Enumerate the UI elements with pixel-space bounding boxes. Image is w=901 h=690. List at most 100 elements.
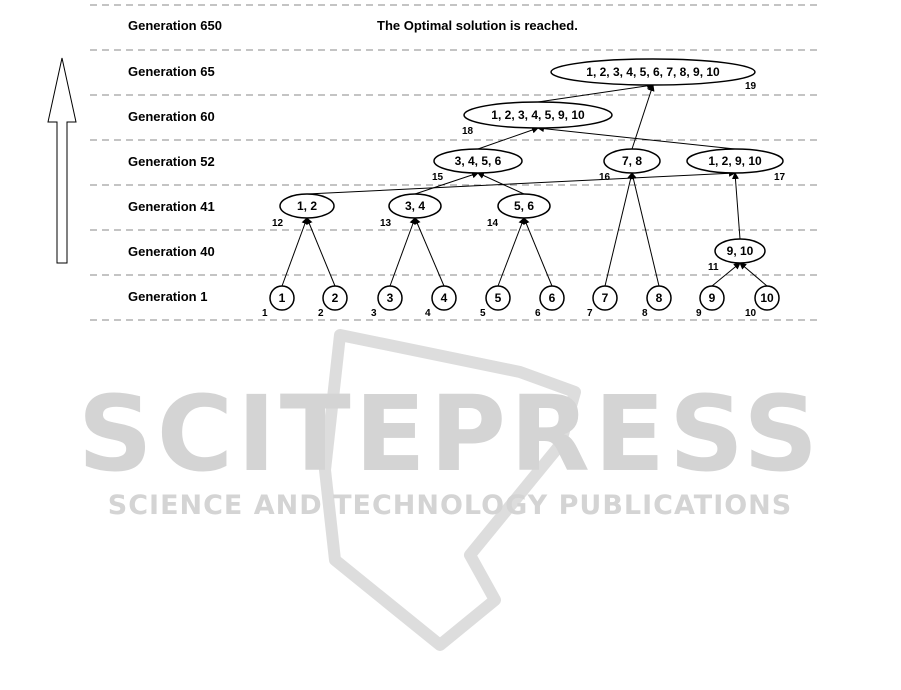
generation-label-650: Generation 650 <box>128 18 222 33</box>
node-outline <box>322 285 348 311</box>
node-id-label: 15 <box>432 172 444 183</box>
node-outline <box>388 193 442 219</box>
watermark-subtitle: SCIENCE AND TECHNOLOGY PUBLICATIONS <box>108 490 792 521</box>
merge-edge <box>523 217 553 287</box>
solution-node: 7, 816 <box>599 148 661 183</box>
node-label: 9, 10 <box>727 244 754 258</box>
generation-labels: Generation 650 Generation 65 Generation … <box>128 18 222 304</box>
node-id-label: 9 <box>696 308 702 319</box>
solution-node: 55 <box>480 285 511 319</box>
solution-node: 99 <box>696 285 725 319</box>
node-label: 4 <box>441 291 448 305</box>
merge-edge <box>306 169 736 195</box>
merge-edge <box>537 125 736 150</box>
node-label: 1, 2 <box>297 199 317 213</box>
node-label: 5 <box>495 291 502 305</box>
solution-node: 3, 413 <box>380 193 442 229</box>
node-id-label: 17 <box>774 172 786 183</box>
node-label: 7 <box>602 291 609 305</box>
merge-edge <box>631 84 655 150</box>
node-label: 8 <box>656 291 663 305</box>
node-id-label: 5 <box>480 308 486 319</box>
merge-edge <box>414 171 479 195</box>
node-id-label: 13 <box>380 218 392 229</box>
solution-node: 88 <box>642 285 672 319</box>
node-outline <box>754 285 780 311</box>
solution-node: 5, 6 14 <box>487 193 551 229</box>
node-outline <box>699 285 725 311</box>
node-label: 1, 2, 3, 4, 5, 9, 10 <box>491 108 585 122</box>
solution-node: 11 <box>262 285 295 319</box>
node-outline <box>485 285 511 311</box>
node-outline <box>279 193 335 219</box>
merge-edge <box>497 217 526 287</box>
generation-label-52: Generation 52 <box>128 154 215 169</box>
node-label: 1 <box>279 291 286 305</box>
node-outline <box>377 285 403 311</box>
node-id-label: 2 <box>318 308 324 319</box>
node-outline <box>463 101 613 129</box>
node-label: 1, 2, 3, 4, 5, 6, 7, 8, 9, 10 <box>586 65 720 79</box>
time-direction-arrow <box>47 57 77 264</box>
node-label: 2 <box>332 291 339 305</box>
node-outline <box>550 58 756 86</box>
merge-edge <box>414 217 445 287</box>
generation-label-40: Generation 40 <box>128 244 215 259</box>
watermark: SCITEPRESS SCIENCE AND TECHNOLOGY PUBLIC… <box>78 329 822 651</box>
node-label: 7, 8 <box>622 154 642 168</box>
node-id-label: 19 <box>745 81 757 92</box>
merge-edge <box>731 172 741 240</box>
solution-node: 3, 4, 5, 6 15 <box>432 148 523 183</box>
watermark-emblem <box>319 329 581 651</box>
solution-node: 66 <box>535 285 565 319</box>
node-id-label: 6 <box>535 308 541 319</box>
merge-edge <box>604 172 635 287</box>
node-label: 3, 4, 5, 6 <box>455 154 502 168</box>
generation-label-1: Generation 1 <box>128 289 207 304</box>
node-label: 9 <box>709 291 716 305</box>
merge-edge <box>306 217 336 287</box>
node-id-label: 1 <box>262 308 268 319</box>
node-id-label: 7 <box>587 308 593 319</box>
merge-edge <box>389 217 417 287</box>
merge-edge <box>537 82 654 103</box>
node-id-label: 3 <box>371 308 377 319</box>
node-id-label: 8 <box>642 308 648 319</box>
node-outline <box>592 285 618 311</box>
generation-label-60: Generation 60 <box>128 109 215 124</box>
solution-node: 9, 10 11 <box>708 238 766 273</box>
node-label: 10 <box>760 291 774 305</box>
merge-edge <box>711 262 741 287</box>
watermark-title: SCITEPRESS <box>78 373 822 495</box>
node-outline <box>497 193 551 219</box>
solution-node: 44 <box>425 285 457 319</box>
merge-edge <box>629 172 660 287</box>
node-label: 3 <box>387 291 394 305</box>
solution-node: 1, 2, 9, 10 17 <box>686 148 786 183</box>
merge-edge <box>477 172 525 195</box>
node-outline <box>646 285 672 311</box>
merge-edge <box>739 262 768 287</box>
node-id-label: 12 <box>272 218 284 229</box>
solution-node: 22 <box>318 285 348 319</box>
node-outline <box>433 148 523 174</box>
node-label: 6 <box>549 291 556 305</box>
node-outline <box>431 285 457 311</box>
optimal-solution-message: The Optimal solution is reached. <box>377 18 578 33</box>
merge-edges <box>281 82 768 287</box>
generation-label-41: Generation 41 <box>128 199 215 214</box>
node-label: 5, 6 <box>514 199 534 213</box>
node-id-label: 4 <box>425 308 431 319</box>
node-id-label: 11 <box>708 262 719 273</box>
node-outline <box>686 148 784 174</box>
merge-edge <box>281 217 309 287</box>
merge-edge <box>477 126 539 150</box>
node-outline <box>269 285 295 311</box>
node-label: 1, 2, 9, 10 <box>708 154 762 168</box>
solution-node: 1, 2 12 <box>272 193 335 229</box>
node-id-label: 14 <box>487 218 499 229</box>
node-id-label: 10 <box>745 308 757 319</box>
